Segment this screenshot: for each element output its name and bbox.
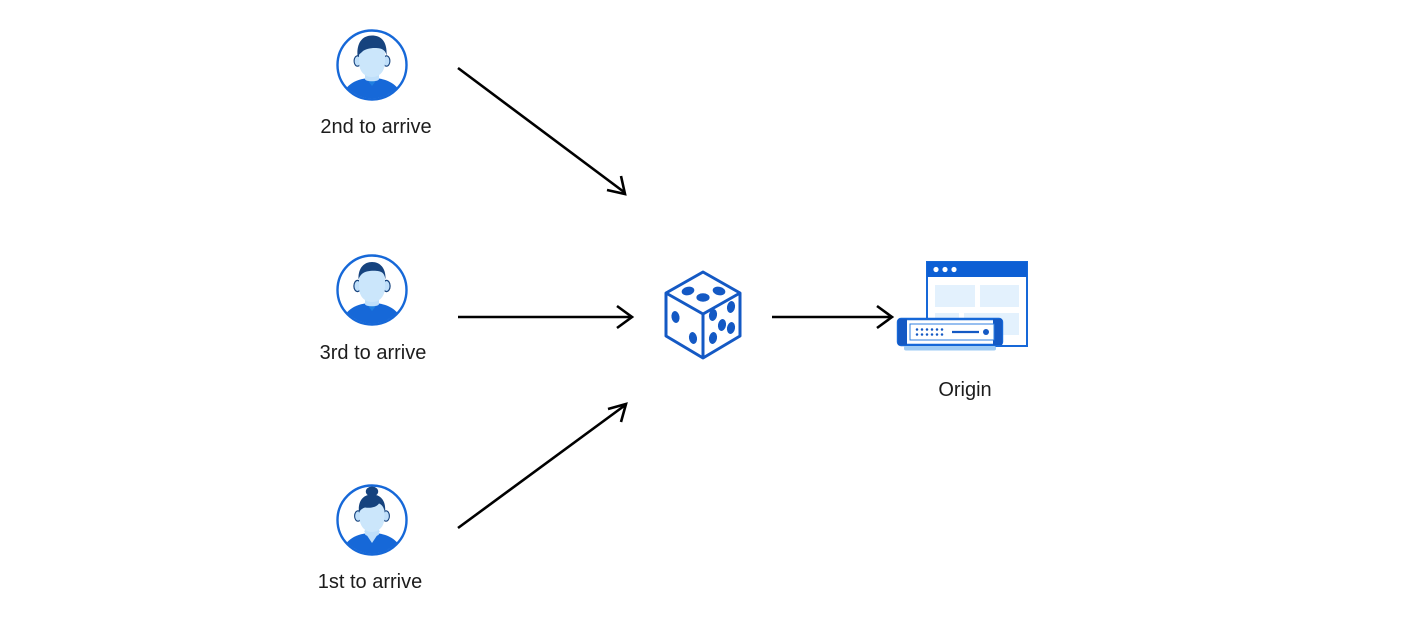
server-device-shape: [896, 317, 1004, 351]
arrow-dice-to-origin: [772, 304, 895, 330]
node-origin[interactable]: [895, 258, 1035, 368]
node-client-2nd[interactable]: [335, 28, 409, 102]
origin-server-browser-icon: [896, 261, 1028, 351]
dice-icon: [664, 270, 742, 360]
node-client-3rd[interactable]: [335, 253, 409, 327]
node-label-client-2nd: 2nd to arrive: [320, 116, 432, 138]
node-label-client-1st: 1st to arrive: [317, 571, 423, 593]
user-avatar-icon: [336, 254, 408, 326]
node-label-client-3rd: 3rd to arrive: [319, 342, 427, 364]
node-randomizer[interactable]: [660, 268, 746, 364]
arrow-3rd-to-dice: [458, 304, 635, 330]
user-avatar-icon: [336, 484, 408, 556]
node-label-origin: Origin: [938, 379, 992, 401]
user-avatar-icon: [336, 29, 408, 101]
node-client-1st[interactable]: [335, 483, 409, 557]
arrow-1st-to-dice: [457, 402, 628, 530]
